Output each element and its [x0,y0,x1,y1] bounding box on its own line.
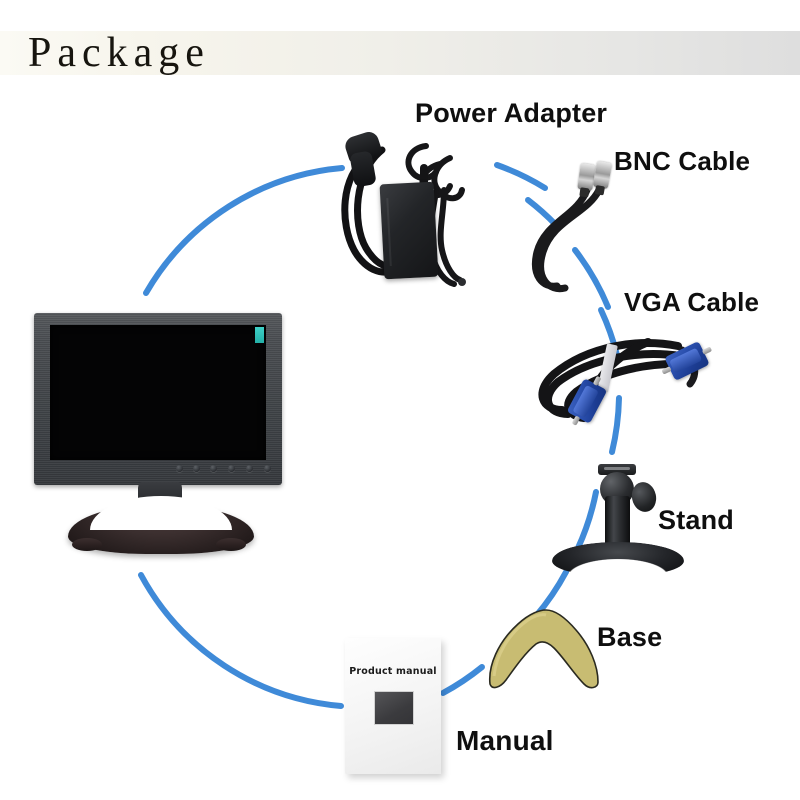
label-power-adapter: Power Adapter [415,98,608,128]
monitor-base-arch [90,496,232,530]
header-band [0,31,800,75]
monitor-product [26,310,294,560]
monitor-button-3[interactable] [210,465,217,472]
manual-product: Product manual [345,638,441,774]
manual-cover: Product manual [345,638,441,774]
stand-tripod-base [552,542,684,576]
arc-segment-adapter-to-bnc [494,162,548,191]
stand-product [548,462,688,584]
arc-segment-vga-b [609,395,622,455]
vga-cable-product [528,330,728,442]
stand-column [605,496,630,550]
monitor-button-2[interactable] [193,465,200,472]
monitor-button-5[interactable] [246,465,253,472]
page-title: Package [28,30,210,76]
arc-segment-monitor-to-adapter [143,165,345,296]
label-manual: Manual [456,725,554,756]
monitor-button-1[interactable] [176,465,183,472]
monitor-foot-left [72,538,102,551]
arc-segment-base-to-manual [440,664,485,696]
bnc-cable-product [527,160,623,300]
manual-cover-title: Product manual [349,666,437,677]
manual-cover-image [374,691,414,725]
label-stand: Stand [658,505,735,535]
monitor-bezel [34,313,282,485]
arc-segment-manual-to-monitor [138,572,344,709]
label-vga-cable: VGA Cable [624,287,760,317]
monitor-power-button[interactable] [264,465,271,472]
monitor-button-row[interactable] [176,465,274,475]
stand-mount-plate [598,464,636,475]
label-bnc-cable: BNC Cable [614,146,751,176]
monitor-screen [50,325,266,460]
arc-segment-bnc-b [572,247,611,310]
monitor-button-4[interactable] [228,465,235,472]
monitor-foot-right [216,538,246,551]
adapter-brick [379,181,439,280]
screen-sticker [255,327,264,343]
power-adapter-product [332,128,492,298]
bnc-cable-loop [532,186,603,293]
vga-connector-1-shell [669,347,703,374]
label-base: Base [597,622,663,652]
base-product [488,609,599,689]
